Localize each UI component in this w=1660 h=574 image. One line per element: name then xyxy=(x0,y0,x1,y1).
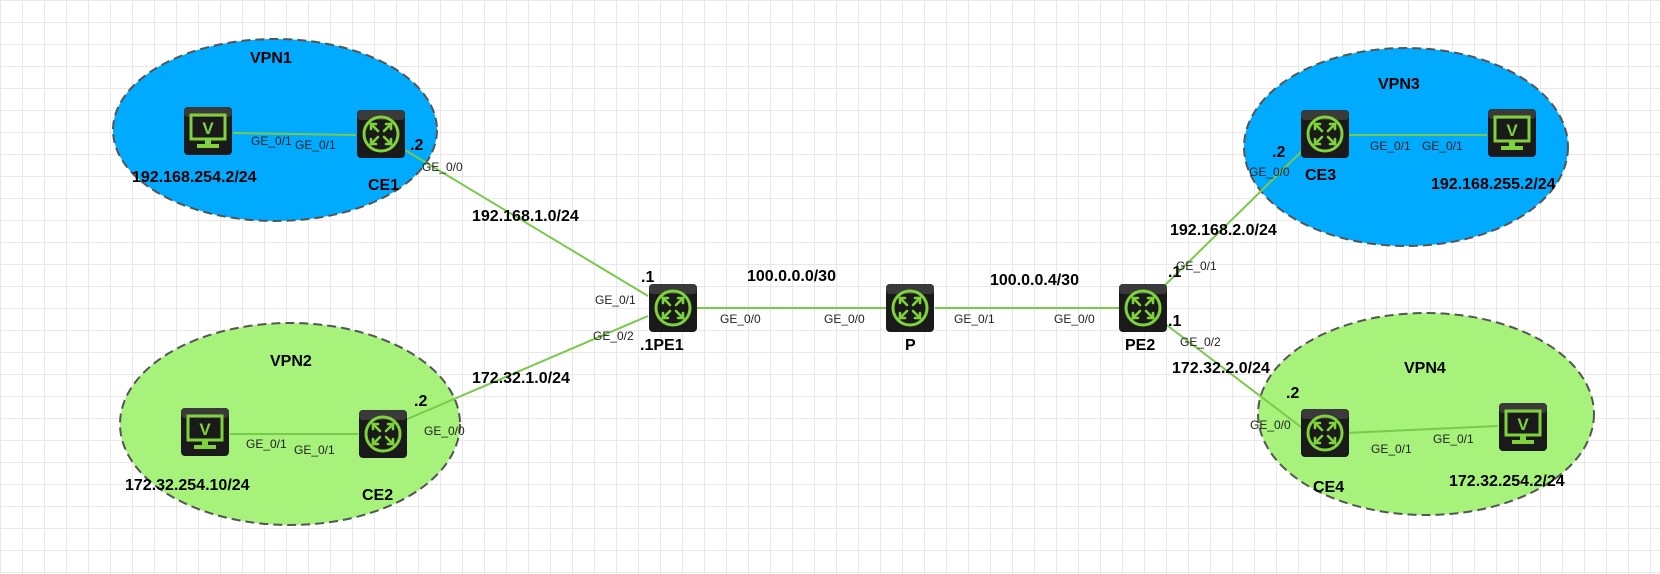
pc2-interface: GE_0/1 xyxy=(246,437,287,451)
vpn1-label: VPN1 xyxy=(250,50,292,67)
ce2-interface-ge01: GE_0/1 xyxy=(294,443,335,457)
ce1-interface-ge01: GE_0/1 xyxy=(295,138,336,152)
host2-address: 172.32.254.10/24 xyxy=(125,477,250,494)
pc3-interface: GE_0/1 xyxy=(1422,139,1463,153)
p-interface-ge00: GE_0/0 xyxy=(824,312,865,326)
net-pe2-ce3: 192.168.2.0/24 xyxy=(1170,222,1277,239)
link-pc1-ce1 xyxy=(232,132,357,136)
link-ce1-pe1 xyxy=(404,149,649,297)
link-ce4-pc4 xyxy=(1344,425,1499,434)
pc1-monitor-icon[interactable] xyxy=(183,106,233,156)
pc4-interface: GE_0/1 xyxy=(1433,432,1474,446)
pe1-interface-ge01: GE_0/1 xyxy=(595,293,636,307)
ce3-label: CE3 xyxy=(1305,167,1336,184)
p-router-icon[interactable] xyxy=(885,282,935,334)
pe2-top-suffix: .1 xyxy=(1168,264,1181,281)
pe1-interface-ge00: GE_0/0 xyxy=(720,312,761,326)
ce2-host-suffix: .2 xyxy=(414,393,427,410)
pc3-monitor-icon[interactable] xyxy=(1487,108,1537,158)
p-label: P xyxy=(905,337,916,354)
ce4-interface-ge00: GE_0/0 xyxy=(1250,418,1291,432)
ce3-host-suffix: .2 xyxy=(1272,144,1285,161)
ce4-host-suffix: .2 xyxy=(1286,385,1299,402)
host3-address: 192.168.255.2/24 xyxy=(1431,176,1556,193)
link-pe2-ce3 xyxy=(1159,147,1306,291)
ce2-router-icon[interactable] xyxy=(358,408,408,460)
ce3-interface-ge00: GE_0/0 xyxy=(1249,165,1290,179)
ce2-interface-ge00: GE_0/0 xyxy=(424,424,465,438)
pe1-label: .1PE1 xyxy=(640,337,684,354)
pe2-router-icon[interactable] xyxy=(1118,282,1168,334)
pc1-interface: GE_0/1 xyxy=(251,134,292,148)
p-interface-ge01: GE_0/1 xyxy=(954,312,995,326)
vpn2-label: VPN2 xyxy=(270,353,312,370)
link-pe2-ce4 xyxy=(1159,319,1306,431)
pe1-interface-ge02: GE_0/2 xyxy=(593,329,634,343)
pe2-label: PE2 xyxy=(1125,337,1155,354)
ce1-interface-ge00: GE_0/0 xyxy=(422,160,463,174)
ce4-interface-ge01: GE_0/1 xyxy=(1371,442,1412,456)
ce1-label: CE1 xyxy=(368,177,399,194)
pe2-interface-ge02: GE_0/2 xyxy=(1180,335,1221,349)
vpn4-label: VPN4 xyxy=(1404,360,1446,377)
net-pe2-ce4: 172.32.2.0/24 xyxy=(1172,360,1270,377)
net-ce1-pe1: 192.168.1.0/24 xyxy=(472,208,579,225)
pe1-router-icon[interactable] xyxy=(648,282,698,334)
vpn3-region xyxy=(1243,47,1569,247)
pe2-interface-ge01: GE_0/1 xyxy=(1176,259,1217,273)
ce1-router-icon[interactable] xyxy=(356,108,406,160)
link-ce2-pe1 xyxy=(404,315,649,421)
vpn4-region xyxy=(1257,312,1595,516)
vpn3-label: VPN3 xyxy=(1378,76,1420,93)
host4-address: 172.32.254.2/24 xyxy=(1449,473,1565,490)
ce1-host-suffix: .2 xyxy=(410,137,423,154)
vpn1-region xyxy=(112,38,438,222)
pc4-monitor-icon[interactable] xyxy=(1498,402,1548,452)
net-p-pe2: 100.0.0.4/30 xyxy=(990,272,1079,289)
ce3-interface-ge01: GE_0/1 xyxy=(1370,139,1411,153)
net-ce2-pe1: 172.32.1.0/24 xyxy=(472,370,570,387)
ce4-label: CE4 xyxy=(1313,479,1344,496)
pe2-bottom-suffix: .1 xyxy=(1168,313,1181,330)
vpn2-region xyxy=(119,322,461,526)
ce3-router-icon[interactable] xyxy=(1300,108,1350,160)
ce4-router-icon[interactable] xyxy=(1300,407,1350,459)
pe2-interface-ge00: GE_0/0 xyxy=(1054,312,1095,326)
net-pe1-p: 100.0.0.0/30 xyxy=(747,268,836,285)
ce2-label: CE2 xyxy=(362,487,393,504)
host1-address: 192.168.254.2/24 xyxy=(132,169,257,186)
pc2-monitor-icon[interactable] xyxy=(180,407,230,457)
pe1-top-suffix: .1 xyxy=(641,269,654,286)
